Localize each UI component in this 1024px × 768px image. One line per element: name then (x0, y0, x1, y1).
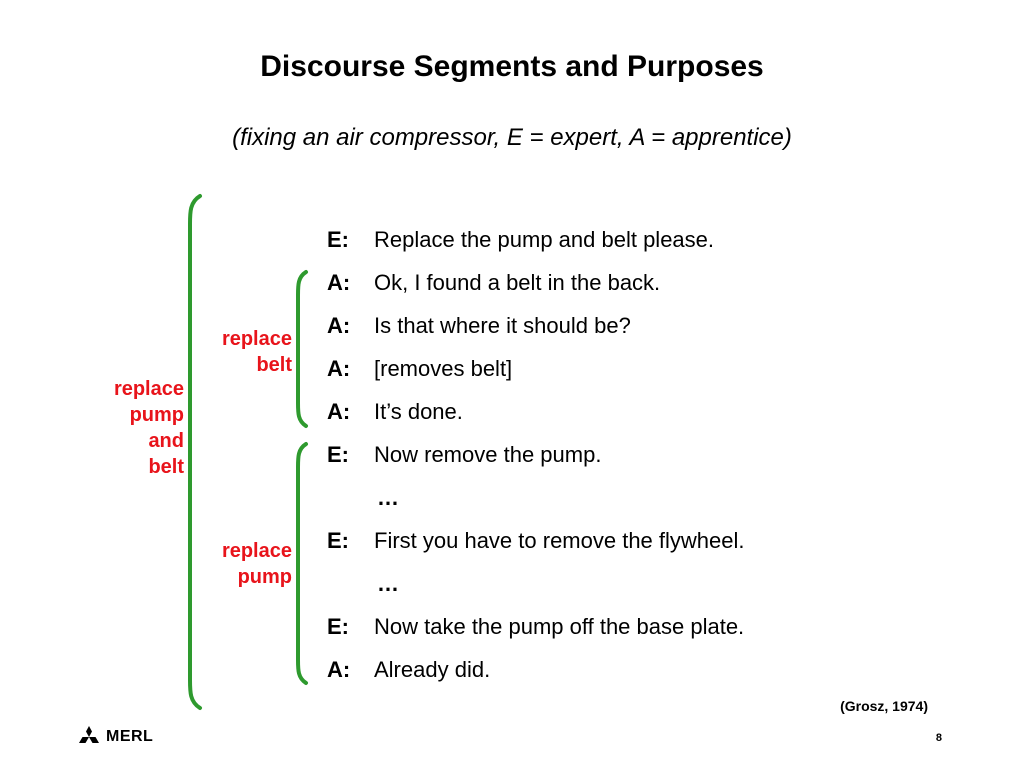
logo-text: MERL (106, 728, 154, 745)
page-number: 8 (935, 732, 942, 744)
speaker-label: A: (327, 356, 351, 381)
merl-logo: MERL (76, 726, 153, 748)
segment-label-line: replace (113, 378, 184, 400)
pump-bracket (296, 442, 308, 685)
utterance: Ok, I found a belt in the back. (374, 270, 661, 295)
slide-title: Discourse Segments and Purposes (260, 50, 764, 83)
speaker-label: A: (327, 657, 351, 682)
utterance: It’s done. (374, 399, 463, 424)
citation: (Grosz, 1974) (840, 698, 928, 714)
speaker-label: E: (327, 614, 349, 639)
segment-label-replace-belt: replace belt (192, 326, 292, 378)
outer-bracket (188, 194, 202, 710)
segment-label-line: replace (221, 328, 292, 350)
ellipsis: … (377, 571, 399, 596)
speaker-label: E: (327, 528, 349, 553)
utterance: Is that where it should be? (374, 313, 631, 338)
slide-subtitle: (fixing an air compressor, E = expert, A… (232, 124, 792, 151)
mitsubishi-diamonds-icon (79, 726, 99, 743)
segment-label-replace-pump-and-belt: replace pump and belt (84, 376, 184, 480)
utterance: Now take the pump off the base plate. (374, 614, 745, 639)
segment-label-line: replace (221, 540, 292, 562)
segment-label-line: belt (256, 354, 292, 376)
speaker-label: A: (327, 270, 351, 295)
speaker-label: E: (327, 227, 349, 252)
utterance: Now remove the pump. (374, 442, 602, 467)
segment-label-replace-pump: replace pump (192, 538, 292, 590)
utterance: First you have to remove the flywheel. (374, 528, 745, 553)
ellipsis: … (377, 485, 399, 510)
speaker-label: A: (327, 313, 351, 338)
speaker-label: E: (327, 442, 349, 467)
segment-label-line: belt (148, 456, 184, 478)
speaker-label: A: (327, 399, 351, 424)
segment-label-line: and (148, 430, 184, 452)
belt-bracket (296, 270, 308, 428)
segment-label-line: pump (129, 404, 184, 426)
utterance: [removes belt] (374, 356, 513, 381)
utterance: Already did. (374, 657, 491, 682)
segment-label-line: pump (237, 566, 292, 588)
utterance: Replace the pump and belt please. (374, 227, 715, 252)
